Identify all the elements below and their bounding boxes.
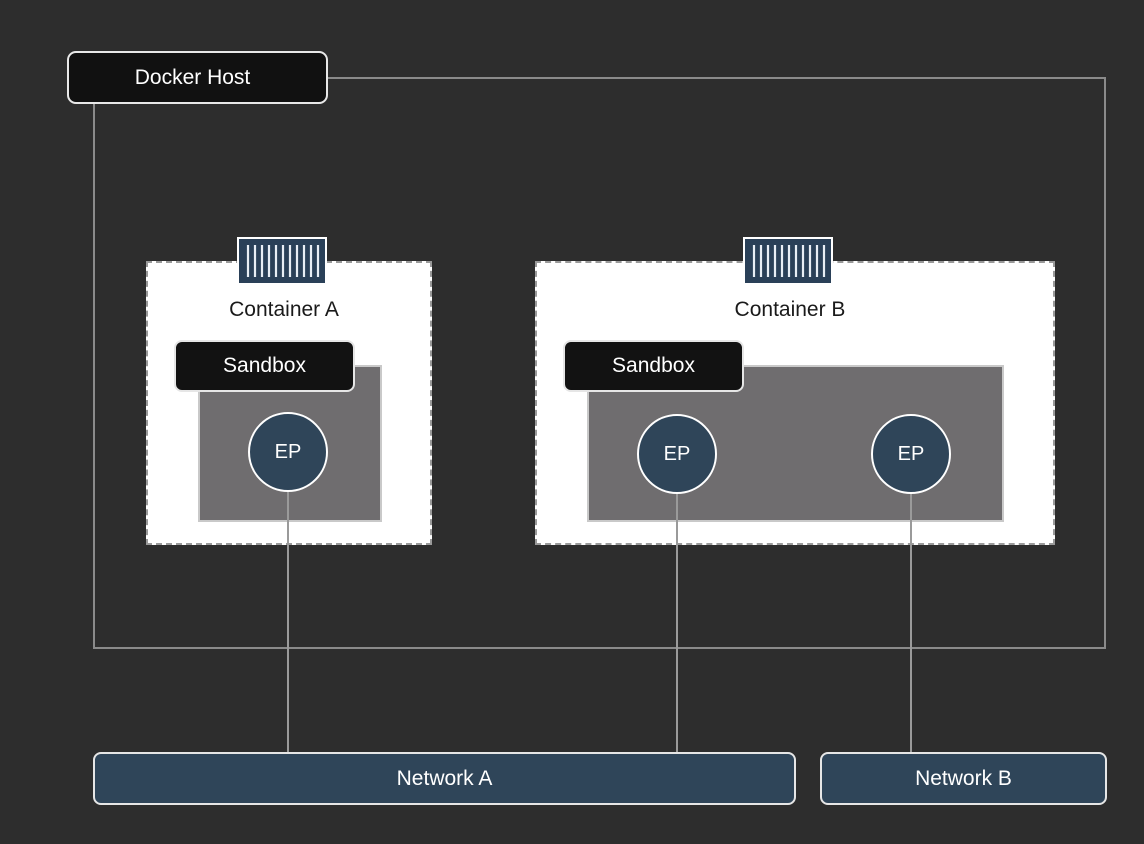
shipping-container-icon	[743, 237, 833, 285]
network-a: Network A	[93, 752, 796, 805]
sandbox-label: Sandbox	[563, 340, 744, 392]
container-a-title: Container A	[229, 298, 339, 321]
shipping-container-icon	[237, 237, 327, 285]
sandbox-label: Sandbox	[174, 340, 355, 392]
container-b-title: Container B	[734, 298, 846, 321]
docker-host-frame	[93, 77, 1106, 649]
network-b: Network B	[820, 752, 1107, 805]
docker-host-label: Docker Host	[67, 51, 328, 104]
endpoint-container-a: EP	[248, 412, 328, 492]
container-b: Container B Sandbox	[535, 237, 1055, 545]
endpoint-container-b-2: EP	[871, 414, 951, 494]
endpoint-container-b-1: EP	[637, 414, 717, 494]
